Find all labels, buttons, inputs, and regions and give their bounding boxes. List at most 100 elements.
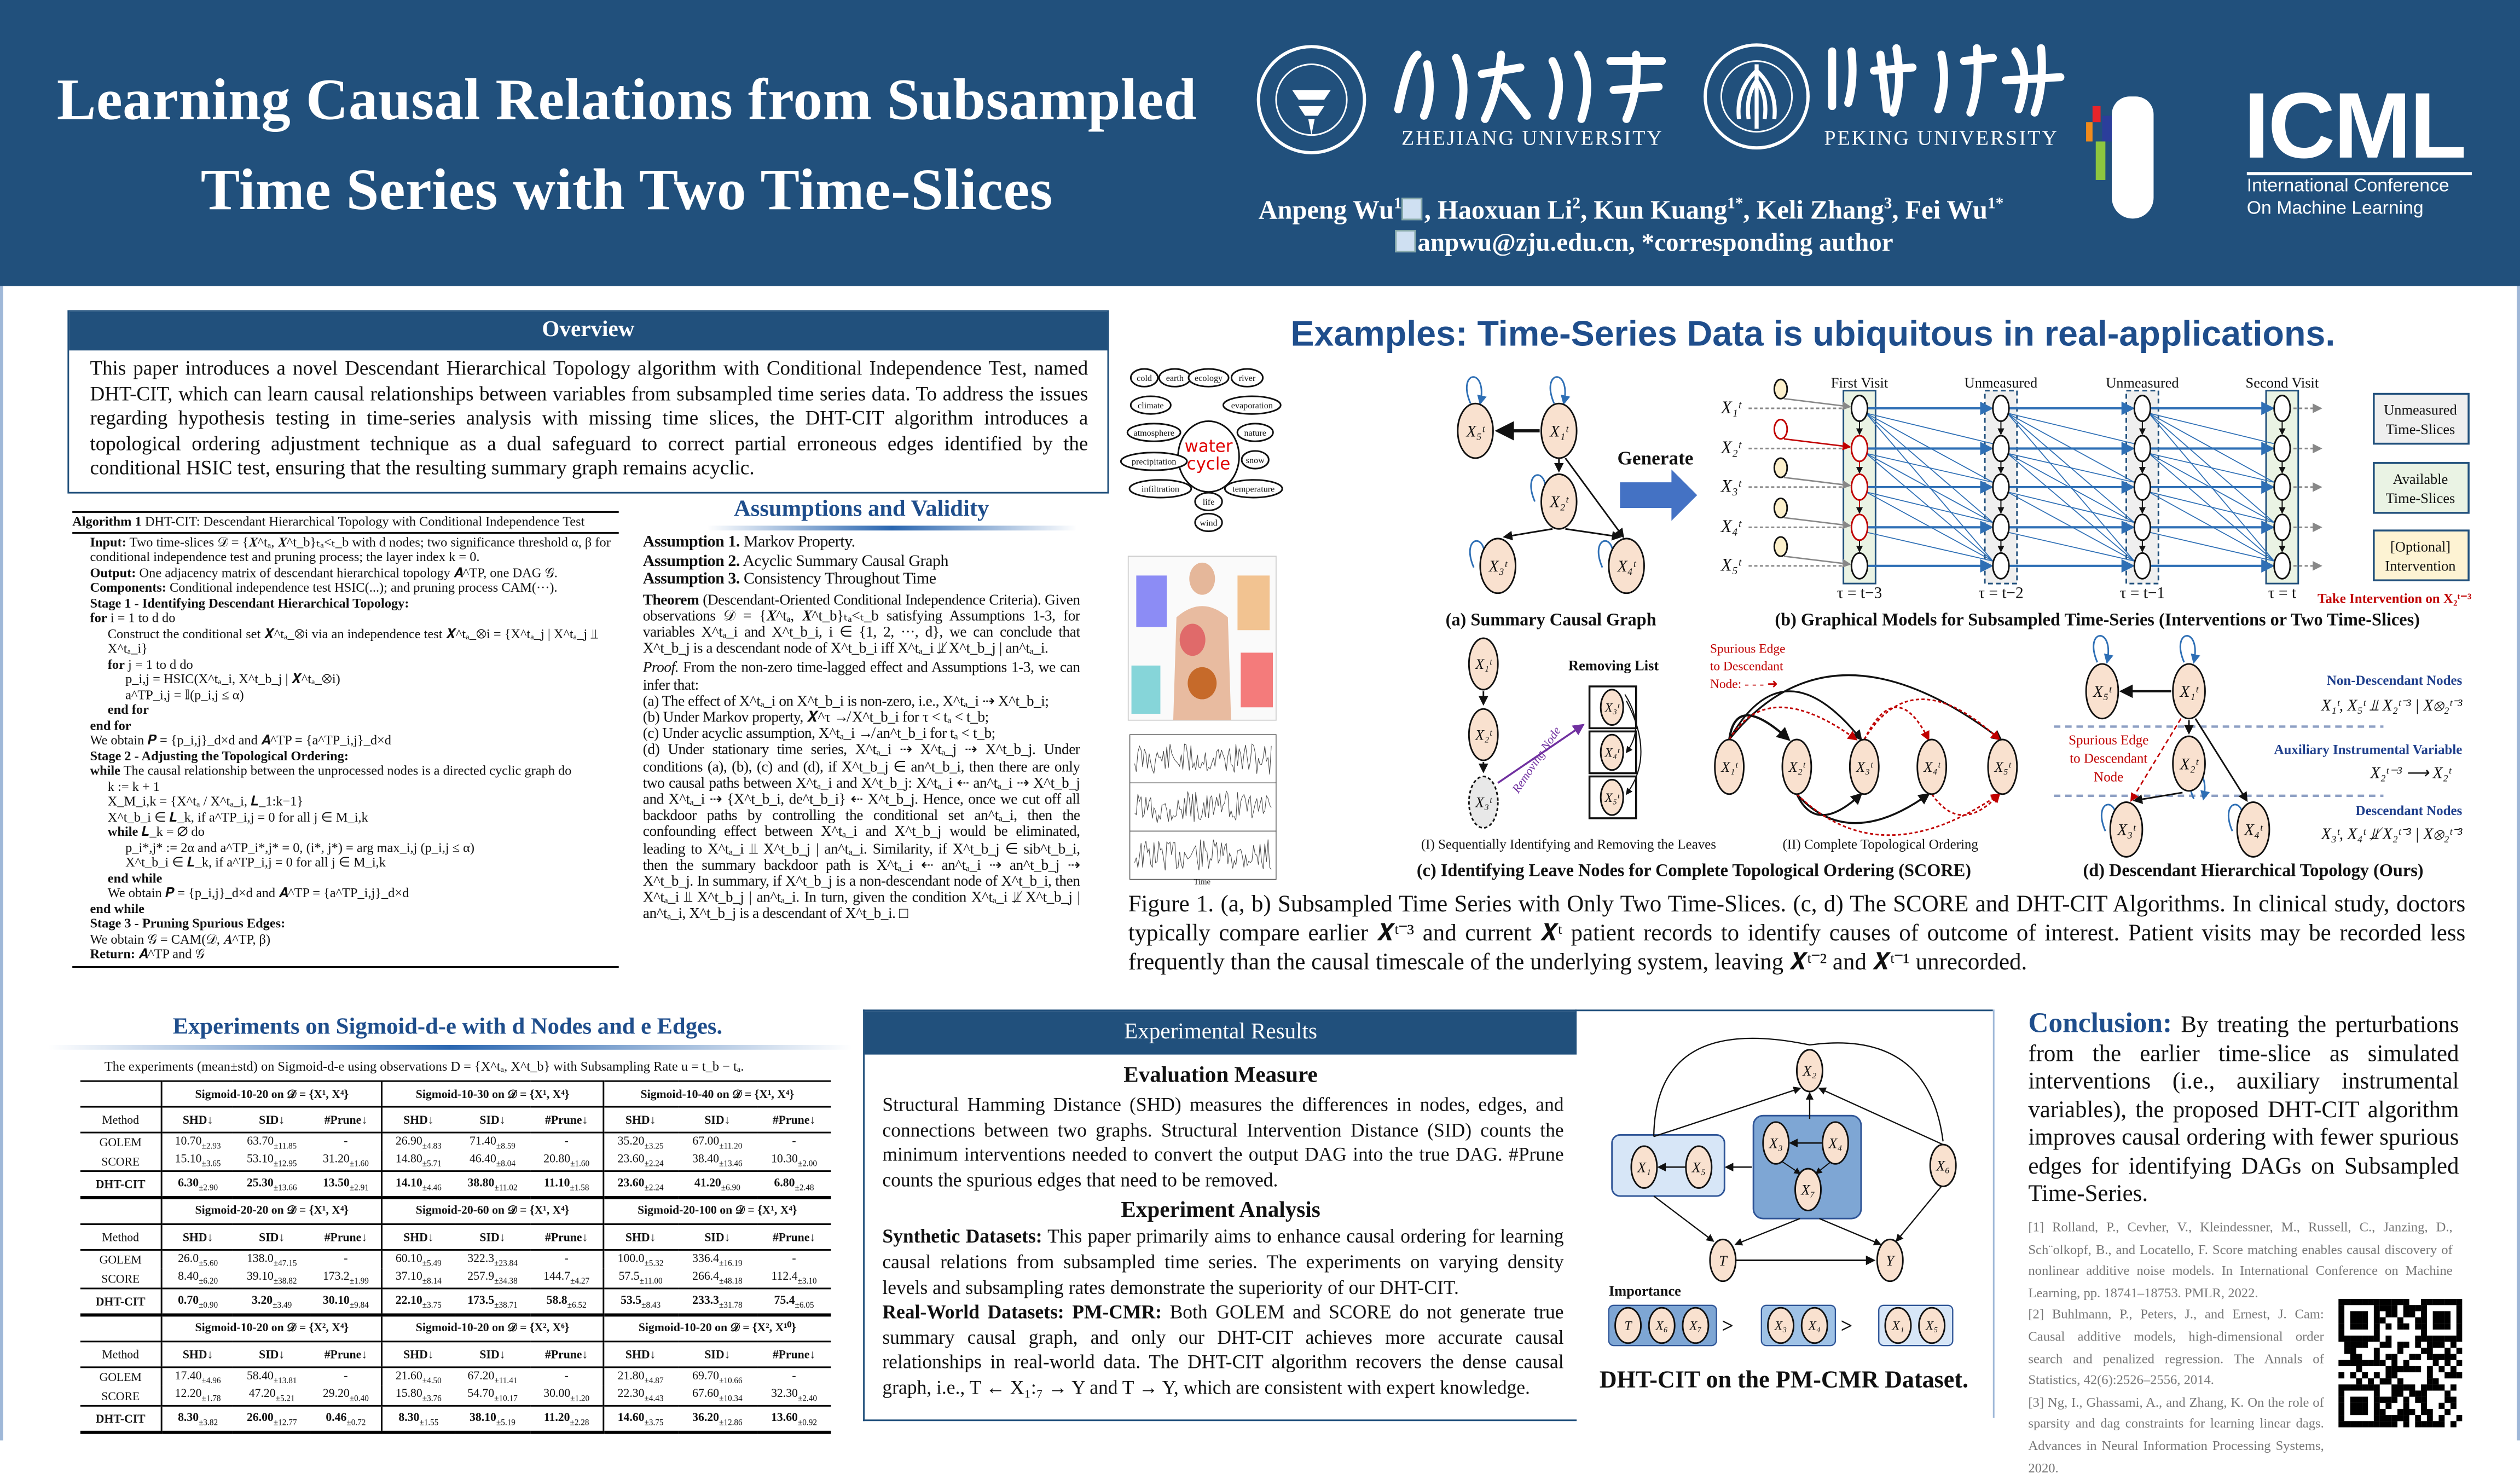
overview-text: This paper introduces a novel Descendant… [90,356,1088,480]
metric-header: SHD↓ [602,1341,678,1368]
cell-mean: 0.70 [178,1292,199,1307]
cell-std: ±38.71 [494,1301,518,1310]
metric-header: #Prune↓ [531,1107,603,1134]
cell-std: ±1.60 [570,1160,590,1170]
wordcloud-bubble [1120,452,1188,471]
algorithm-text: i = 1 to d do [107,611,176,626]
algorithm-text: p_i,j = HSIC(X^tₐ_i, X^t_b_j | 𝑿^tₐ_⊗i) [125,672,340,687]
legend-line: Intervention [2385,558,2455,574]
tau-label: τ = t−1 [2120,585,2165,602]
edge-arrow [1783,438,1851,450]
method-header: Method [80,1224,162,1251]
exogenous-node [1773,536,1788,557]
cell-mean: 14.60 [617,1409,645,1424]
cell-mean: 8.40 [178,1269,199,1284]
algorithm-line: while The causal relationship between th… [90,764,618,779]
table-cell: 21.80±4.87 [602,1367,678,1386]
cell-std: ±3.82 [199,1418,218,1428]
algorithm-line: p_i*,j* := 2α and a^TP_i*,j* = 0, (i*, j… [90,840,618,856]
metric-header: SHD↓ [602,1224,678,1251]
algorithm-keyword: end while [90,901,144,916]
metric-header: SID↓ [677,1107,757,1134]
cell-mean: 22.10 [395,1292,422,1307]
edge-arrow [2148,453,2274,483]
node-label: X₁ᵗ [1475,656,1492,672]
graph-node [2172,735,2206,792]
table-cell: 58.40±13.81 [234,1367,310,1386]
algorithm-text: k := k + 1 [107,778,160,794]
cell-std: ±12.77 [273,1418,297,1428]
node-label: X₃ᵗ [1475,794,1492,811]
assumptions-heading: Assumptions and Validity [734,496,989,523]
gut-microbiome-panel [1241,652,1273,708]
metric-header: #Prune↓ [310,1224,383,1251]
cell-std: ±38.82 [273,1278,297,1288]
node-label: X₄ᵗ [2244,822,2263,839]
empty-cell [80,1197,162,1225]
dataset-header: Sigmoid-10-40 on 𝒟 = {X¹, X⁴} [602,1080,831,1108]
exogenous-node [1773,497,1788,519]
time-axis-label: Time [1194,877,1210,886]
oral-microbiome-panel [1136,575,1167,627]
cell-mean: 23.60 [617,1152,645,1166]
table-cell: 100.0±5.32 [602,1250,678,1269]
cell-mean: 257.9 [467,1269,495,1284]
contact-email[interactable]: anpwu@zju.edu.cn, *corresponding author [1417,229,1893,257]
time-series-node [2273,395,2291,422]
table-cell: 60.10±5.49 [381,1250,454,1269]
synthetic-label: Synthetic Datasets: [882,1226,1042,1249]
cell-std: ±13.81 [273,1376,297,1386]
cell-mean: 41.20 [694,1175,721,1189]
qr-code[interactable] [2338,1299,2463,1428]
algorithm-text: a^TP_i,j = 𝕀(p_i,j ≤ α) [125,687,244,702]
edge-arrow [1783,398,1851,411]
table-cell: 112.4±3.10 [757,1269,831,1288]
algorithm-line: X_M_i,k = {X^tₐ / X^tₐ_i, 𝑳_1:k−1} [90,794,618,810]
method-name: SCORE [101,1388,140,1403]
table-cell: 53.10±12.95 [234,1152,310,1171]
table-cell: 75.4±6.05 [757,1287,831,1316]
separator: , [1580,194,1594,226]
edge-arrow [1866,412,1993,444]
real-world-text: Real-World Datasets: PM-CMR: Both GOLEM … [865,1301,1577,1401]
cell-mean: 0.46 [326,1409,347,1424]
node-label: X₃ [1774,1319,1787,1333]
urogenital-microbiome-panel [1131,665,1161,714]
algorithm-keyword: Return: [90,946,136,962]
time-series-node [1850,513,1869,541]
method-name: SCORE [101,1271,140,1286]
algorithm-text: j = 1 to d do [124,656,193,672]
wordcloud-bubble [1236,423,1274,442]
cell-std: ±2.28 [570,1418,589,1428]
exogenous-node [1773,457,1788,478]
cell-mean: 10.70 [175,1133,202,1148]
node-label: X₃ᵗ [1488,558,1508,575]
algorithm-keyword: Stage 2 - Adjusting the Topological Orde… [90,748,349,763]
metric-header: SID↓ [677,1341,757,1368]
edge-arrow [1497,724,1585,784]
cell-std: ±0.90 [199,1301,218,1310]
cell-mean: 22.30 [617,1386,645,1401]
graph-node [1918,1307,1946,1344]
cell-mean: 173.5 [467,1292,495,1307]
table-cell: 37.10±8.14 [381,1269,454,1289]
edge-arrow [1565,458,1625,539]
skin-microbiome-panel [1237,575,1270,631]
algorithm-line: X^t_b_i ∈ 𝑳_k, if a^TP_i,j = 0 for all j… [90,810,618,825]
node-label: X₄ᵗ [1604,746,1620,760]
time-series-line [1134,839,1272,871]
time-series-node [2133,395,2152,422]
table-cell: 14.60±3.75 [602,1405,678,1434]
author: Kun Kuang1*, [1594,194,1756,225]
table-cell: - [531,1367,603,1386]
non-descendant-formula: X₁ᵗ, X₅ᵗ ⫫ X₂ᵗ⁻³ | X⊗₂ᵗ⁻³ [2321,697,2463,714]
graph-node [1709,1238,1737,1282]
poster-title-line-2: Time Series with Two Time-Slices [200,155,1053,222]
row-label: X₁ᵗ [1720,397,1742,417]
icml-wordmark: ICML [2243,74,2466,178]
spurious-edge-label: to Descendant [2070,752,2147,766]
cell-mean: 21.60 [395,1367,422,1383]
assumption-label: Assumption 3. [642,570,740,588]
algorithm-box: Algorithm 1 DHT-CIT: Descendant Hierarch… [72,511,619,967]
edge-arrow [1734,1218,1800,1246]
